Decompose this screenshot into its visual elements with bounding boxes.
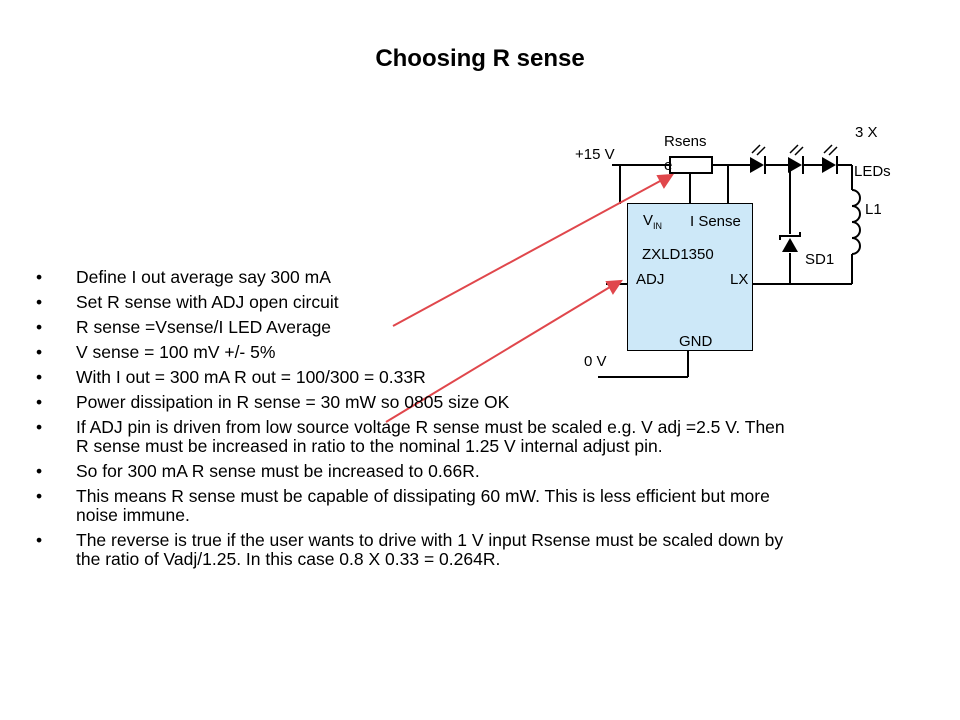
bullet-item: The reverse is true if the user wants to… [36,531,796,569]
bullet-list: Define I out average say 300 mA Set R se… [36,268,796,575]
diode-label: SD1 [805,251,835,268]
supply-label: +15 V [575,146,615,163]
led-1-icon [750,144,766,174]
bullet-item: Set R sense with ADJ open circuit [36,293,796,313]
bullet-item: With I out = 300 mA R out = 100/300 = 0.… [36,368,796,388]
led-3-icon [822,144,838,174]
inductor-label: L1 [865,201,882,218]
leds-label: LEDs [854,163,891,180]
slide-title: Choosing R sense [375,45,585,72]
rsense-label-cont: e [664,157,673,174]
bullet-item: R sense =Vsense/I LED Average [36,318,796,338]
led-2-icon [788,144,804,174]
bullet-item: Power dissipation in R sense = 30 mW so … [36,393,796,413]
bullet-item: This means R sense must be capable of di… [36,487,796,525]
pin-vin-label: VIN [643,212,663,231]
rsense-label: Rsens [664,133,707,150]
ic-name-label: ZXLD1350 [642,246,714,263]
led-count-label: 3 X [855,124,878,141]
inductor-l1 [851,189,861,255]
diode-sd1-icon [779,232,801,252]
bullet-item: Define I out average say 300 mA [36,268,796,288]
bullet-item: If ADJ pin is driven from low source vol… [36,418,796,456]
pin-isense-label: I Sense [690,213,741,230]
bullet-item: V sense = 100 mV +/- 5% [36,343,796,363]
rsense-resistor [669,156,713,174]
bullet-item: So for 300 mA R sense must be increased … [36,462,796,482]
